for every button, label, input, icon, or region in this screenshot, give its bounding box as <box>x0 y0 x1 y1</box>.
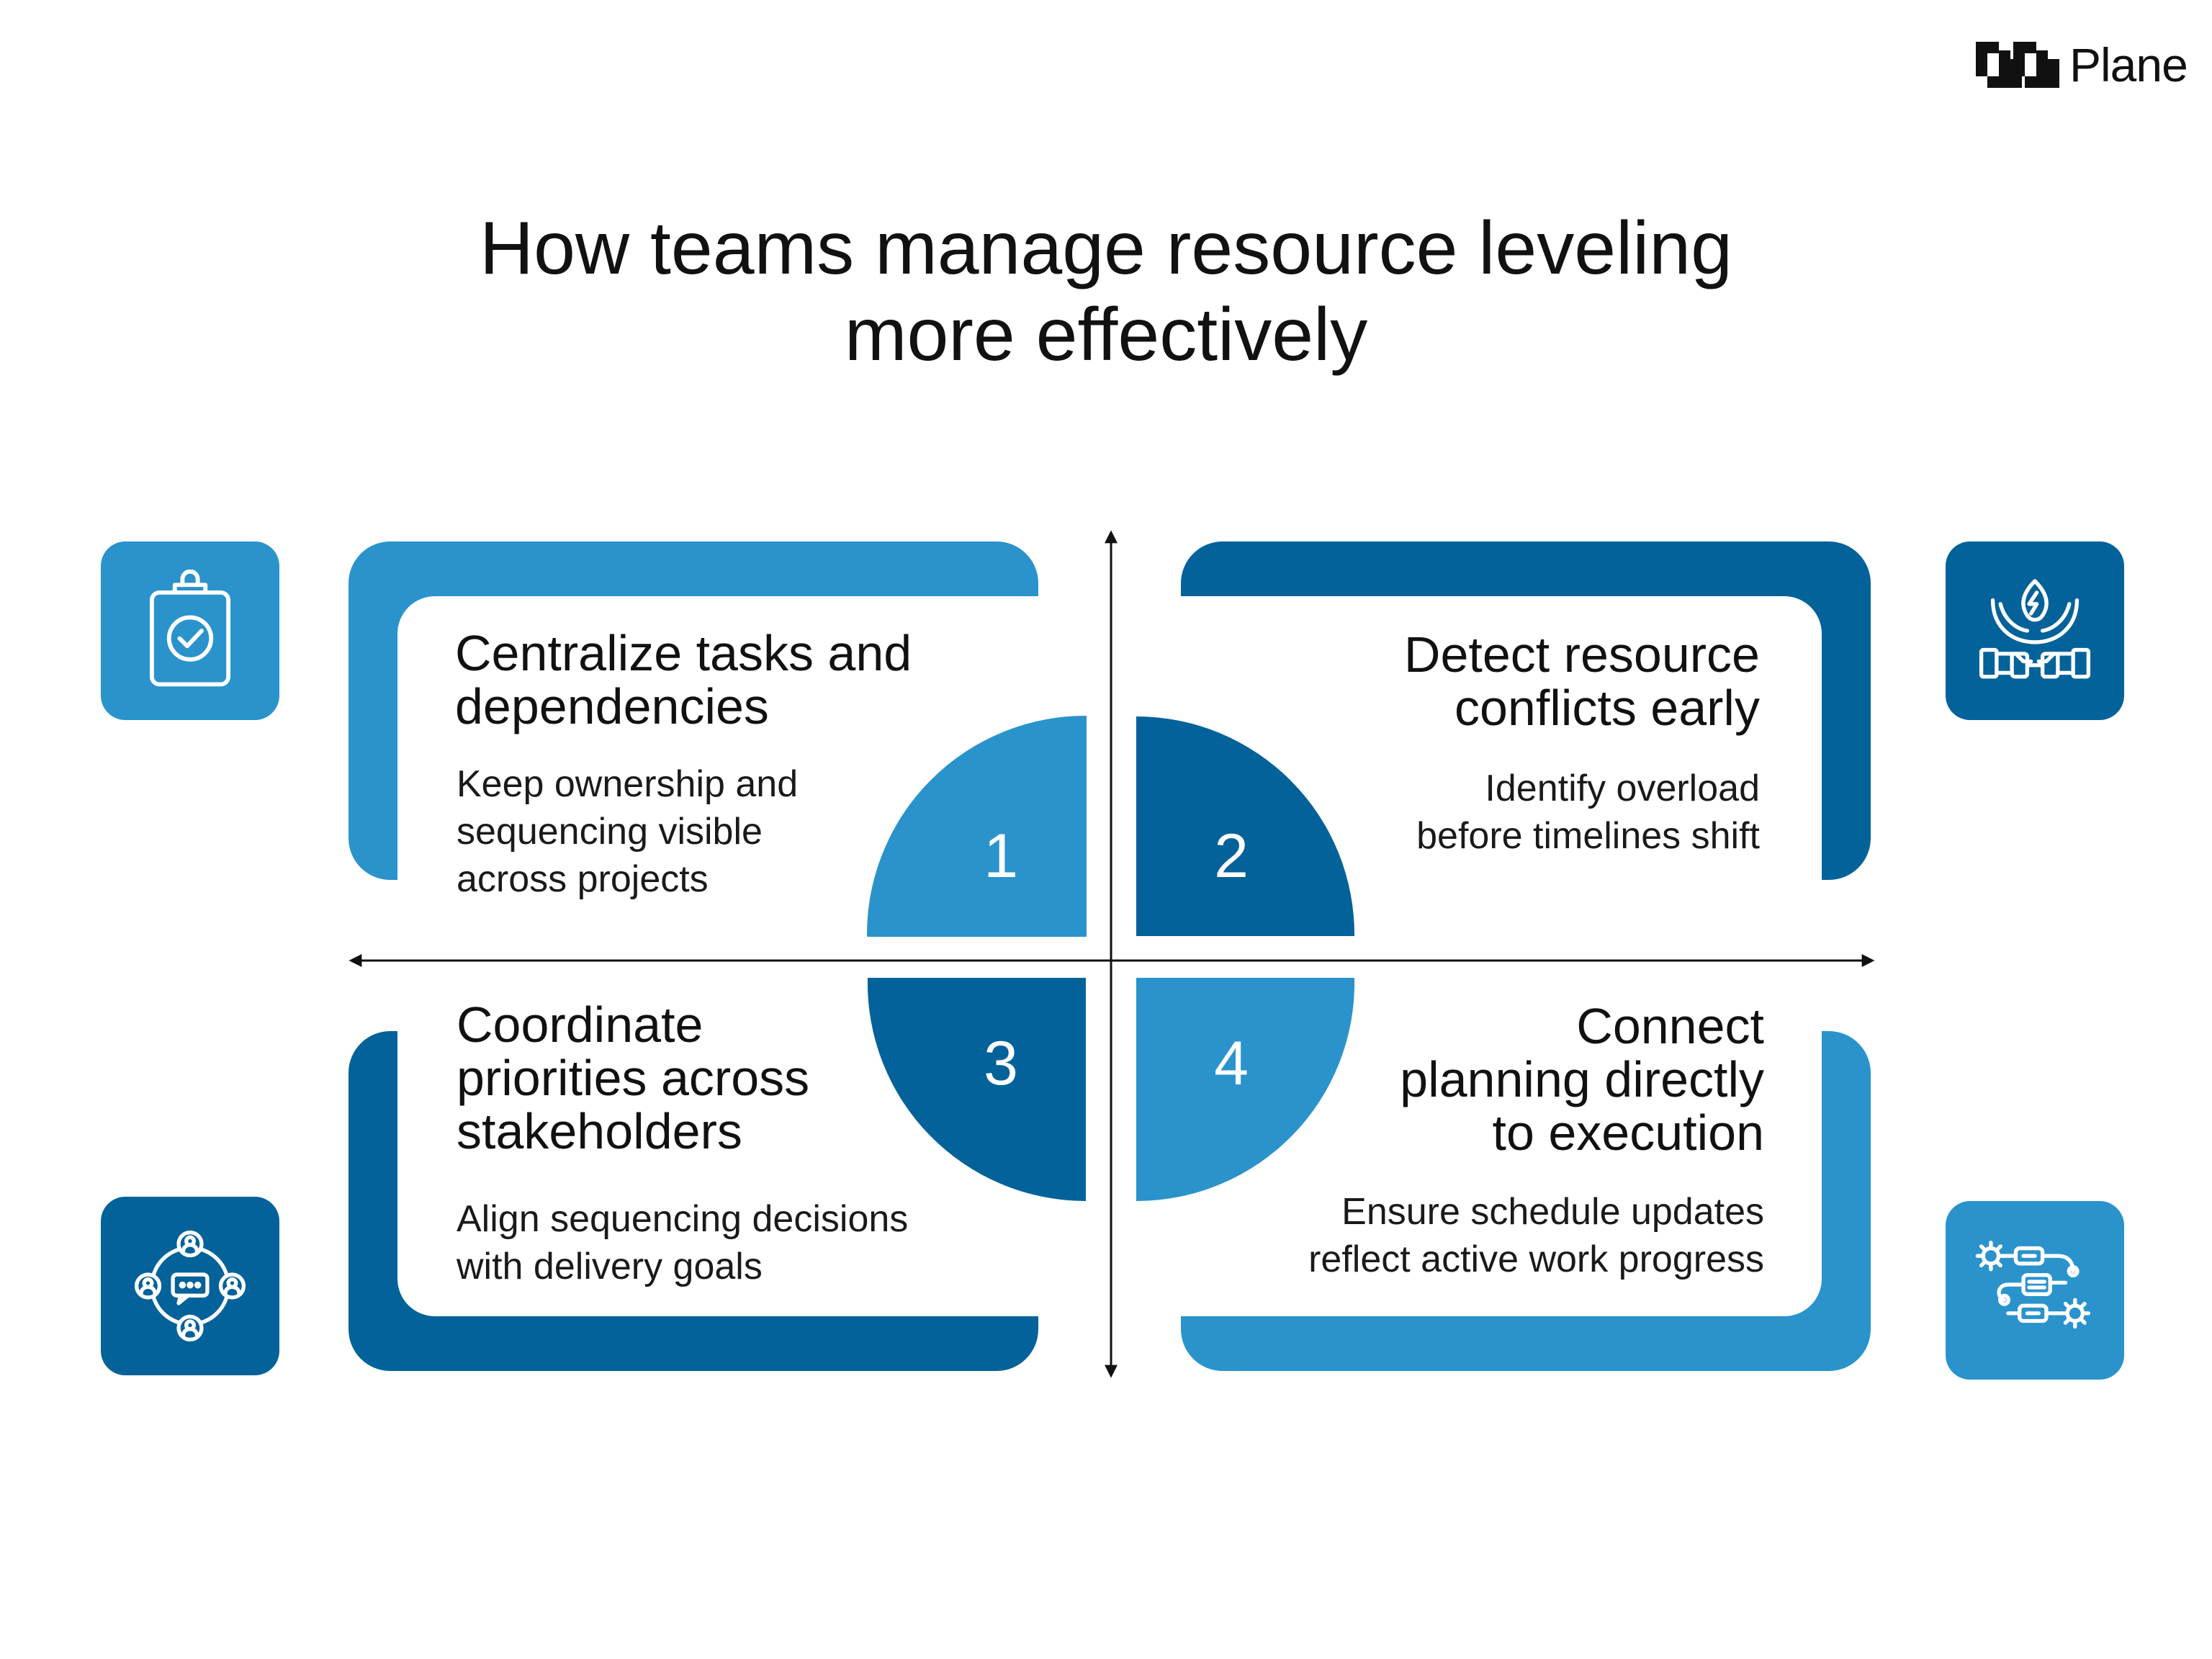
step-4-desc-line-1: Ensure schedule updates <box>1341 1191 1764 1233</box>
conflict-handshake-icon <box>1979 579 2091 679</box>
step-4-heading-line-1: Connect <box>1576 998 1764 1054</box>
step-2-number: 2 <box>1214 822 1249 891</box>
step-3-heading-line-1: Coordinate <box>457 997 703 1053</box>
page-title: How teams manage resource leveling more … <box>0 205 2212 378</box>
step-4-heading-line-3: to execution <box>1492 1105 1764 1161</box>
plane-logo-icon <box>1976 42 2059 88</box>
step-4-description: Ensure schedule updates reflect active w… <box>1195 1188 1764 1283</box>
workflow-gears-icon <box>1975 1240 2091 1329</box>
step-1-heading: Centralize tasks and dependencies <box>455 626 1002 733</box>
clipboard-check-icon <box>149 570 231 687</box>
step-2-heading: Detect resource conflicts early <box>1195 628 1760 734</box>
step-2-desc-line-2: before timelines shift <box>1416 815 1760 857</box>
step-4-number: 4 <box>1214 1029 1249 1098</box>
step-1-heading-line-1: Centralize tasks and <box>455 625 912 681</box>
step-3-desc-line-1: Align sequencing decisions <box>457 1198 909 1240</box>
step-1-icon-tile <box>101 541 279 720</box>
step-3-heading: Coordinate priorities across stakeholder… <box>457 998 961 1158</box>
stakeholders-network-icon <box>134 1230 246 1342</box>
step-1-desc-line-2: sequencing visible <box>457 811 763 853</box>
step-4-heading: Connect planning directly to execution <box>1224 999 1764 1159</box>
step-4-heading-line-2: planning directly <box>1400 1051 1764 1107</box>
step-3-desc-line-2: with delivery goals <box>457 1246 763 1287</box>
plane-logo: Plane <box>1973 32 2189 98</box>
step-1-desc-line-1: Keep ownership and <box>457 763 799 805</box>
title-line-1: How teams manage resource leveling <box>480 207 1732 290</box>
step-2-icon-tile <box>1946 541 2124 720</box>
step-3-icon-tile <box>101 1197 279 1375</box>
step-2-heading-line-2: conflicts early <box>1454 680 1760 736</box>
step-3-description: Align sequencing decisions with delivery… <box>457 1195 1004 1290</box>
step-2-desc-line-1: Identify overload <box>1485 768 1760 809</box>
step-1-number: 1 <box>984 822 1018 891</box>
step-3-number: 3 <box>984 1029 1018 1098</box>
step-2-description: Identify overload before timelines shift <box>1267 765 1760 860</box>
step-3-heading-line-3: stakeholders <box>457 1103 742 1159</box>
brand-name: Plane <box>2069 38 2188 91</box>
step-1-desc-line-3: across projects <box>457 858 709 900</box>
step-4-desc-line-2: reflect active work progress <box>1308 1238 1764 1280</box>
step-4-icon-tile <box>1946 1201 2124 1380</box>
step-2-heading-line-1: Detect resource <box>1403 626 1760 683</box>
title-line-2: more effectively <box>844 293 1368 377</box>
step-3-heading-line-2: priorities across <box>457 1050 810 1106</box>
step-1-description: Keep ownership and sequencing visible ac… <box>457 760 917 903</box>
step-1-heading-line-2: dependencies <box>455 678 769 734</box>
